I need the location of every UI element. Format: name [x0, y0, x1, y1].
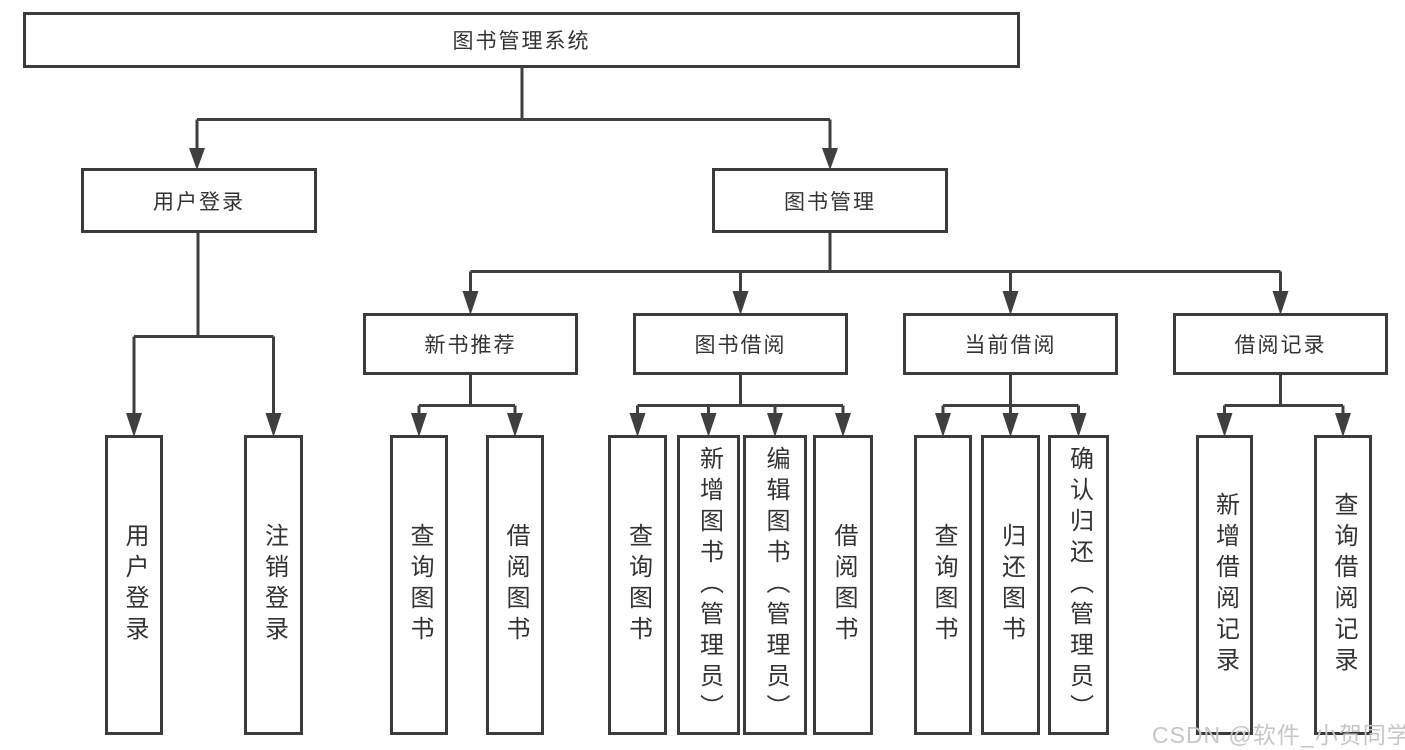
leaf-user-login: 用户登录 — [105, 435, 163, 735]
node-borrow-records: 借阅记录 — [1173, 313, 1388, 375]
node-book-borrow: 图书借阅 — [633, 313, 848, 375]
leaf-borrow-books-1-label: 借阅图书 — [502, 523, 529, 647]
leaf-return-books: 归还图书 — [981, 435, 1040, 735]
node-book-borrow-label: 图书借阅 — [694, 334, 787, 357]
connector-userlogin-to-leaves — [126, 233, 282, 437]
connector-bookmgmt-to-level3 — [462, 233, 1289, 315]
leaf-edit-books-admin: 编辑图书（管理员） — [743, 435, 807, 735]
node-user-login: 用户登录 — [81, 168, 317, 233]
leaf-logout-label: 注销登录 — [260, 523, 288, 647]
leaf-confirm-return-admin: 确认归还（管理员） — [1048, 435, 1109, 735]
node-borrow-records-label: 借阅记录 — [1234, 334, 1327, 357]
node-user-login-label: 用户登录 — [153, 190, 245, 214]
leaf-add-borrow-record-label: 新增借阅记录 — [1211, 492, 1239, 678]
connector-root-to-level2 — [189, 68, 838, 170]
leaf-query-books-2: 查询图书 — [608, 435, 667, 735]
leaf-logout: 注销登录 — [244, 435, 303, 735]
leaf-query-books-1: 查询图书 — [390, 435, 448, 735]
node-current-borrow: 当前借阅 — [903, 313, 1118, 375]
node-new-book-recommend-label: 新书推荐 — [424, 334, 517, 357]
connector-newbook-to-leaves — [411, 375, 523, 437]
leaf-query-books-3-label: 查询图书 — [930, 523, 957, 647]
node-root-label: 图书管理系统 — [452, 30, 591, 53]
leaf-query-borrow-record: 查询借阅记录 — [1314, 435, 1372, 735]
connector-currentborrow-to-leaves — [935, 375, 1087, 437]
leaf-add-borrow-record: 新增借阅记录 — [1196, 435, 1253, 735]
leaf-add-books-admin: 新增图书（管理员） — [677, 435, 740, 735]
csdn-watermark: CSDN @软件_小贺同学 — [1152, 722, 1405, 748]
leaf-edit-books-admin-label: 编辑图书（管理员） — [762, 445, 789, 725]
leaf-query-borrow-record-label: 查询借阅记录 — [1330, 492, 1357, 678]
leaf-query-books-3: 查询图书 — [914, 435, 972, 735]
leaf-return-books-label: 归还图书 — [997, 523, 1025, 647]
node-book-management: 图书管理 — [712, 168, 948, 233]
node-book-management-label: 图书管理 — [784, 190, 876, 214]
connector-records-to-leaves — [1216, 375, 1351, 437]
connector-bookborrow-to-leaves — [629, 375, 851, 437]
leaf-query-books-2-label: 查询图书 — [624, 523, 652, 647]
leaf-borrow-books-2-label: 借阅图书 — [830, 523, 857, 647]
node-root: 图书管理系统 — [23, 12, 1020, 68]
leaf-user-login-label: 用户登录 — [121, 523, 148, 647]
node-new-book-recommend: 新书推荐 — [363, 313, 578, 375]
leaf-add-books-admin-label: 新增图书（管理员） — [695, 445, 723, 725]
leaf-query-books-1-label: 查询图书 — [406, 523, 433, 647]
leaf-confirm-return-admin-label: 确认归还（管理员） — [1065, 445, 1093, 725]
leaf-borrow-books-1: 借阅图书 — [486, 435, 544, 735]
node-current-borrow-label: 当前借阅 — [964, 334, 1057, 357]
leaf-borrow-books-2: 借阅图书 — [813, 435, 873, 735]
